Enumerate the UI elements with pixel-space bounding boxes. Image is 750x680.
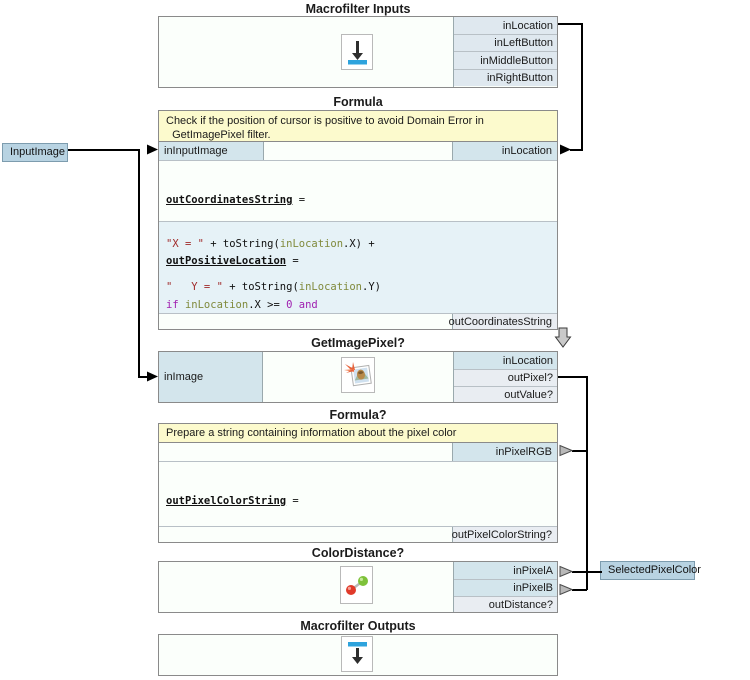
colordistance-port-column: inPixelA inPixelB outDistance? [453,562,557,612]
formula-port-row: inInputImage inLocation [159,142,557,160]
section-title-macrofilter-outputs: Macrofilter Outputs [300,619,416,633]
wire-inputimage-v [138,149,140,377]
port-inLeftButton[interactable]: inLeftButton [454,34,557,51]
formula2-out-gap [159,527,452,542]
arrow-inpixelb [559,583,574,596]
colordistance-body [159,562,453,612]
wire-inlocation-h1 [558,23,583,25]
arrow-ininputimage [147,144,158,155]
macrofilter-output-icon [341,636,373,672]
variable-label-selectedpixelcolor[interactable]: SelectedPixelColor [600,561,701,580]
wire-selectedpixelcolor-h [572,571,602,573]
arrow-getimagepixel-inlocation [554,327,572,348]
wire-outpixel-v [586,376,588,590]
arrow-inpixela [559,565,574,578]
macrofilter-input-icon [341,34,373,70]
section-title-getimagepixel: GetImagePixel? [311,336,405,350]
block-colordistance[interactable]: inPixelA inPixelB outDistance? [158,561,558,613]
formula-assign-outPositiveLocation: outPositiveLocation [166,255,287,267]
port-outDistance[interactable]: outDistance? [454,596,557,612]
wire-inputimage-h2 [138,376,150,378]
port-inRightButton[interactable]: inRightButton [454,69,557,86]
port-inPixelB[interactable]: inPixelB [454,579,557,596]
formula-out-row-1: outCoordinatesString [159,313,557,329]
port-outCoordinatesString[interactable]: outCoordinatesString [449,314,557,329]
formula-port-gap [264,142,452,160]
variable-label-inputimage[interactable]: InputImage [2,143,68,162]
port-outPixel[interactable]: outPixel? [454,369,557,386]
port-getimagepixel-inLocation[interactable]: inLocation [454,352,557,369]
formula2-port-gap [159,443,452,461]
getimagepixel-port-column: inLocation outPixel? outValue? [453,352,557,402]
block-macrofilter-inputs[interactable]: inLocation inLeftButton inMiddleButton i… [158,16,558,88]
port-outValue[interactable]: outValue? [454,386,557,402]
formula2-assign-outPixelColorString: outPixelColorString [166,495,287,507]
get-image-pixel-icon [341,357,375,393]
formula-code-coordinates[interactable]: outCoordinatesString = "X = " + toString… [159,160,557,293]
macrofilter-inputs-port-column: inLocation inLeftButton inMiddleButton i… [453,17,557,87]
port-inPixelRGB[interactable]: inPixelRGB [452,443,557,461]
port-inInputImage[interactable]: inInputImage [159,142,264,160]
section-title-formula: Formula [333,95,383,109]
wire-outpixel-h1 [558,376,588,378]
arrow-inpixelrgb [559,444,574,457]
formula-out-gap-1 [159,314,452,329]
formula-assign-outCoordinatesString: outCoordinatesString [166,194,293,206]
wire-inlocation-h2 [570,149,583,151]
port-inImage[interactable]: inImage [159,352,263,402]
port-inPixelA[interactable]: inPixelA [454,562,557,579]
block-formula2[interactable]: Prepare a string containing information … [158,423,558,543]
formula2-port-row: inPixelRGB [159,443,557,461]
section-title-macrofilter-inputs: Macrofilter Inputs [305,2,411,16]
formula2-comment: Prepare a string containing information … [159,424,557,443]
section-title-formula2: Formula? [329,408,387,422]
port-inLocation[interactable]: inLocation [454,17,557,34]
port-formula-inLocation[interactable]: inLocation [452,142,557,160]
macrofilter-inputs-body [159,17,453,87]
block-formula[interactable]: Check if the position of cursor is posit… [158,110,558,330]
arrow-formula-inlocation [560,144,571,155]
formula-code-positivelocation[interactable]: outPositiveLocation = if inLocation.X >=… [159,221,557,313]
port-inMiddleButton[interactable]: inMiddleButton [454,51,557,69]
color-distance-icon [340,566,373,604]
wire-outpixel-h2 [572,450,587,452]
formula2-out-row: outPixelColorString? [159,526,557,542]
formula-comment: Check if the position of cursor is posit… [159,111,557,142]
wire-inputimage-h1 [68,149,140,151]
formula2-code-pixelcolorstring[interactable]: outPixelColorString = "R = " + toString(… [159,461,557,542]
wire-outpixel-h3 [572,589,587,591]
section-title-colordistance: ColorDistance? [311,546,405,560]
wire-inlocation-v [581,23,583,150]
port-outPixelColorString[interactable]: outPixelColorString? [452,527,557,542]
arrow-inimage [147,371,158,382]
